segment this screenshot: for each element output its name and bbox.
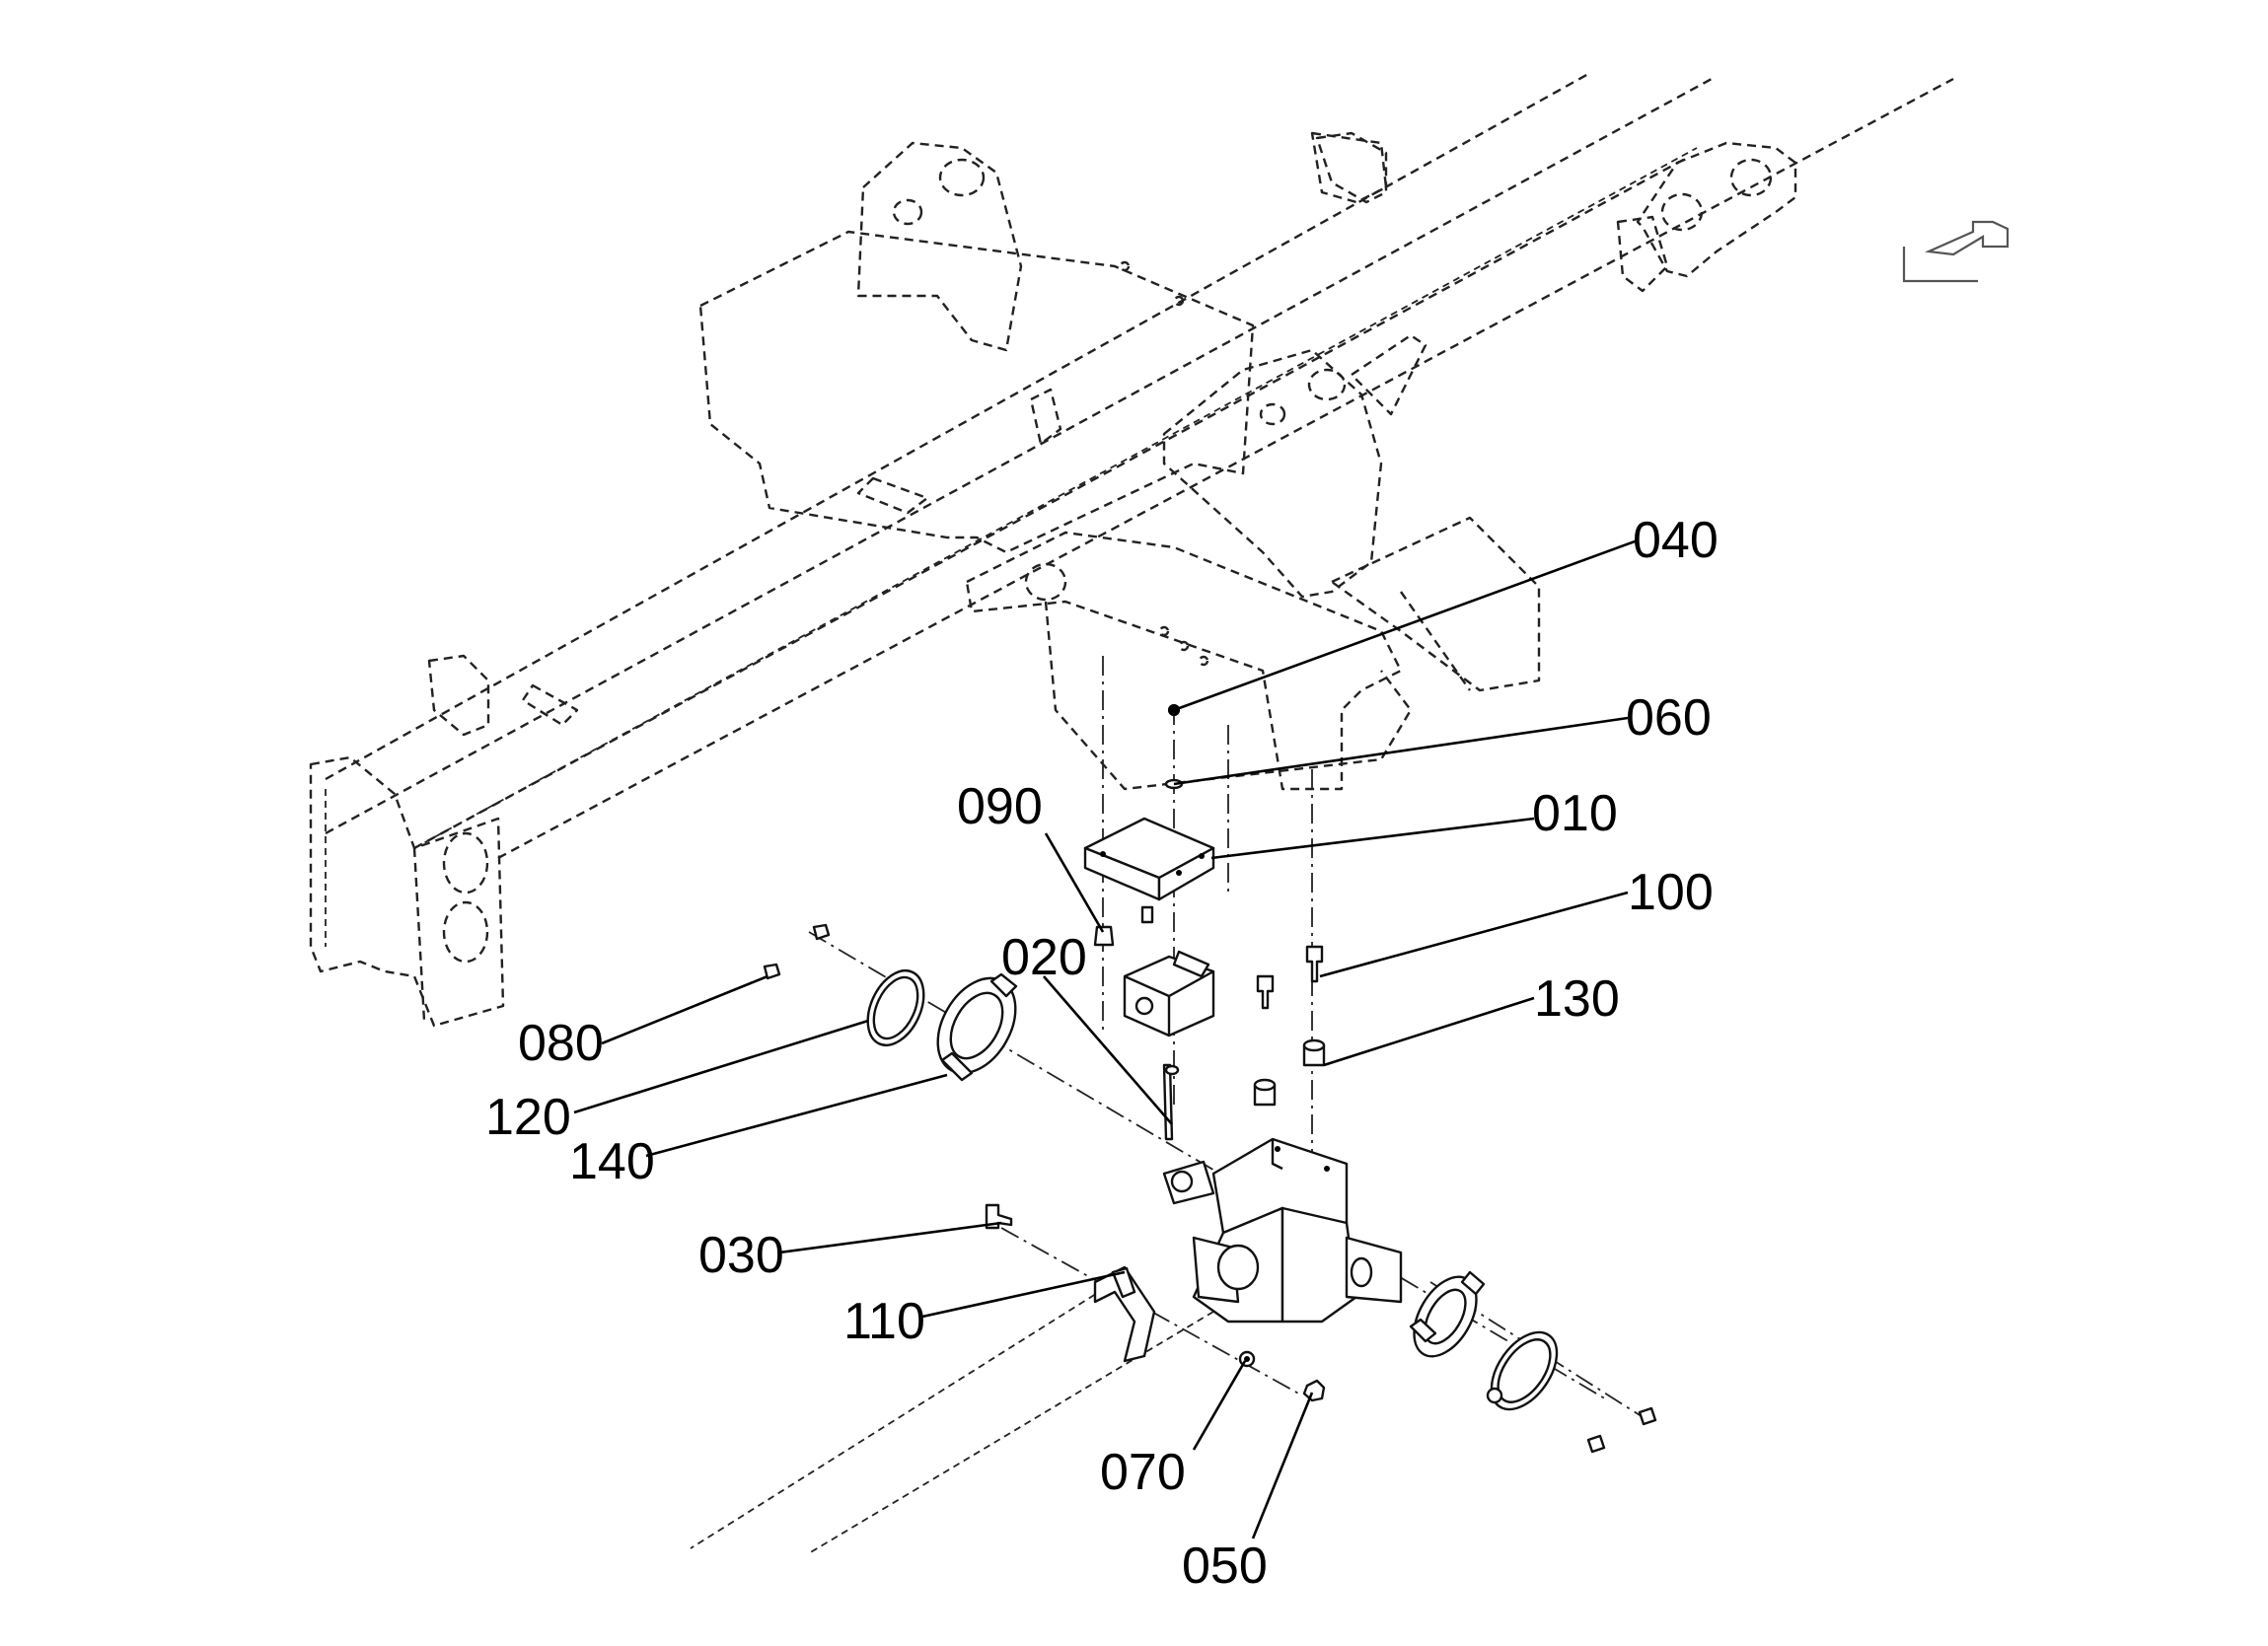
part-120-ring [866, 969, 925, 1046]
frame-outline [309, 72, 1954, 1028]
callout-080: 080 [518, 1015, 604, 1072]
callout-100: 100 [1628, 864, 1714, 921]
callout-070: 070 [1100, 1444, 1186, 1501]
part-100-bolt [1305, 945, 1324, 983]
part-050-nut [1302, 1379, 1326, 1402]
part-gearbox [1162, 1137, 1403, 1324]
callout-010: 010 [1532, 785, 1618, 842]
callout-030: 030 [698, 1227, 784, 1284]
part-080-screw [763, 963, 781, 980]
part-090-bolt [1093, 925, 1115, 947]
part-110-clamp [1093, 1265, 1156, 1363]
callout-020: 020 [1001, 929, 1087, 986]
callout-110: 110 [843, 1293, 925, 1350]
part-right-screw-2 [1586, 1434, 1606, 1454]
part-020-pin [1162, 1063, 1174, 1141]
part-right-screw-1 [1638, 1406, 1657, 1426]
part-right-coupler [1409, 1270, 1559, 1411]
callout-040: 040 [1633, 512, 1719, 569]
callout-120: 120 [485, 1089, 571, 1146]
leader-lines [573, 538, 1639, 1539]
callout-060: 060 [1626, 689, 1712, 747]
callout-090: 090 [957, 778, 1043, 835]
callout-130: 130 [1534, 970, 1620, 1028]
callout-labels: 040 060 010 090 100 020 130 080 120 140 … [485, 512, 1719, 1595]
parts [763, 704, 1657, 1454]
direction-arrow-icon [1902, 220, 2010, 283]
part-030-bolt [985, 1203, 1013, 1230]
callout-140: 140 [569, 1133, 655, 1190]
part-140-flange [936, 972, 1018, 1082]
callout-050: 050 [1182, 1538, 1268, 1595]
